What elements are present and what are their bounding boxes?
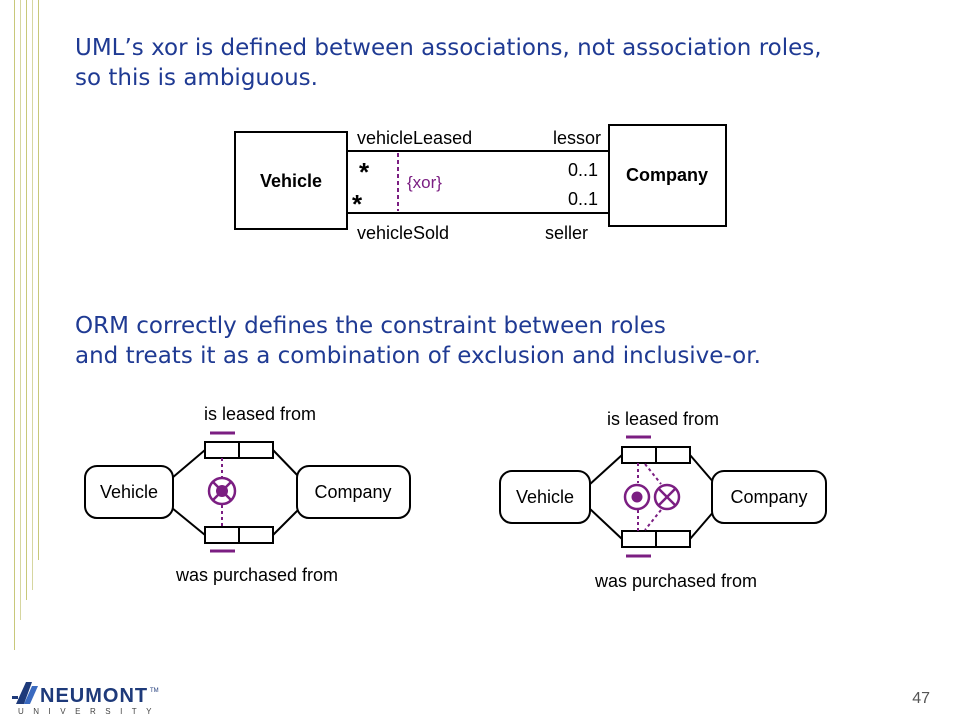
orm-right-entity-company-label: Company [730,487,807,507]
xor-constraint-icon [207,476,237,506]
inclusive-or-constraint-icon [623,483,651,511]
uml-class-company [608,124,727,227]
orm-left-entity-vehicle-label: Vehicle [100,482,158,502]
page-number: 47 [912,690,930,707]
uml-role-vehiclesold: vehicleSold [357,223,449,243]
orm-left-connector [272,507,301,536]
orm-right-role-box [621,446,657,464]
orm-right-role-box [655,446,691,464]
orm-right-connector [588,507,623,540]
neumont-logo: NEUMONT TM UNIVERSITY [12,678,172,722]
uml-class-company-label: Company [626,165,708,185]
heading-mid-line-2: and treats it as a combination of exclus… [75,343,761,369]
uml-role-vehicleleased: vehicleLeased [357,128,472,148]
orm-right-role-box [621,530,657,548]
orm-left-role-box [204,526,240,544]
uml-mult-leased-star: * [359,157,370,187]
neumont-mark-icon [12,682,38,704]
orm-left-connector [171,449,206,479]
orm-right-constraint-link [644,509,662,531]
orm-left-fact-bottom-label: was purchased from [175,565,338,585]
orm-left-connector [171,507,206,536]
orm-right-connector [689,454,716,485]
orm-right-entity-company [711,470,827,524]
uml-class-vehicle-label: Vehicle [260,171,322,191]
logo-trademark: TM [150,688,159,694]
orm-right-entity-vehicle [499,470,591,524]
logo-brand: NEUMONT [40,685,148,707]
orm-left-role-box [238,526,274,544]
heading-mid-line-1: ORM correctly defines the constraint bet… [75,313,666,339]
orm-left-entity-vehicle [84,465,174,519]
uml-mult-seller: 0..1 [568,189,598,209]
orm-right-connector [588,454,623,486]
heading-top-line-1: UML’s xor is defined between association… [75,35,822,61]
orm-left-connector [272,449,301,479]
orm-left-fact-top-label: is leased from [204,404,316,424]
orm-left-role-box [204,441,240,459]
orm-right-fact-bottom-label: was purchased from [594,571,757,591]
orm-left-entity-company-label: Company [314,482,391,502]
orm-right-role-box [655,530,691,548]
uml-class-vehicle [234,131,348,230]
orm-left-entity-company [296,465,411,519]
uml-mult-sold-star: * [352,189,363,219]
uml-mult-lessor: 0..1 [568,160,598,180]
uml-role-seller: seller [545,223,588,243]
uml-role-lessor: lessor [553,128,601,148]
orm-right-constraint-link [644,463,662,485]
uml-diagram: Vehicle Company vehicleLeased lessor * 0… [234,124,727,243]
exclusion-constraint-icon [653,483,681,511]
heading-top-line-2: so this is ambiguous. [75,65,318,91]
orm-right-diagram: is leased from was purchased from Vehicl… [499,409,827,591]
uml-xor-label: {xor} [407,173,442,192]
logo-sub: UNIVERSITY [18,707,161,716]
orm-right-entity-vehicle-label: Vehicle [516,487,574,507]
orm-left-diagram: is leased from was purchased from Vehicl… [84,404,411,585]
orm-right-connector [689,509,716,540]
orm-left-role-box [238,441,274,459]
orm-right-fact-top-label: is leased from [607,409,719,429]
